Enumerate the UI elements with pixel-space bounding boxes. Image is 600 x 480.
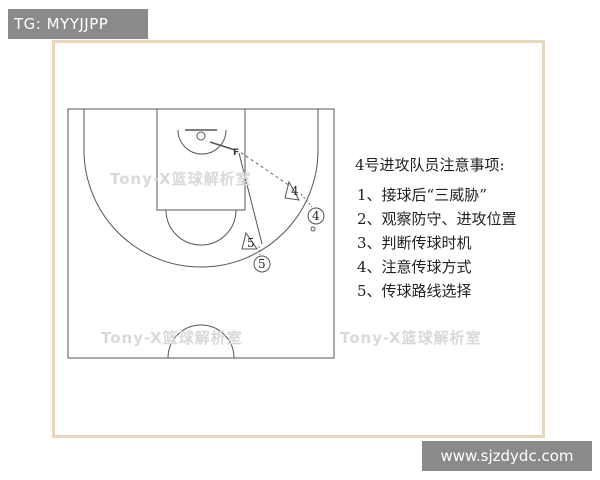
- defender-label-5: 5: [247, 236, 255, 250]
- offense-circle-5: [253, 255, 271, 273]
- marker-dot-4: [310, 226, 316, 232]
- defender-triangle-5: [241, 231, 258, 250]
- note-item: 3、判断传球时机: [357, 234, 472, 252]
- notes-panel: 4号进攻队员注意事项: 1、接球后“三威胁” 2、观察防守、进攻位置 3、判断传…: [355, 154, 545, 303]
- cut-line-5: [238, 152, 263, 245]
- free-throw-circle: [165, 209, 237, 246]
- offense-label-5: 5: [258, 257, 266, 271]
- ball-marker: F: [233, 148, 239, 158]
- offense-label-4: 4: [312, 209, 320, 223]
- watermark-bottom-left: Tony-X篮球解析室: [101, 329, 243, 347]
- rim: [196, 131, 206, 141]
- pass-line-4: [239, 151, 294, 189]
- note-item: 2、观察防守、进攻位置: [357, 210, 517, 228]
- paint-area: [156, 108, 246, 211]
- site-url-badge: www.sjzdydc.com: [422, 441, 592, 471]
- ball-path: [209, 141, 236, 151]
- offense-circle-4: [307, 207, 325, 225]
- diagram-frame: [52, 40, 545, 438]
- court-boundary: [67, 108, 335, 359]
- defender-label-4: 4: [291, 184, 299, 198]
- defender-triangle-4: [284, 180, 300, 201]
- watermark-bottom-right: Tony-X篮球解析室: [340, 329, 482, 347]
- notes-list: 1、接球后“三威胁” 2、观察防守、进攻位置 3、判断传球时机 4、注意传球方式…: [355, 183, 545, 303]
- restricted-arc: [177, 129, 227, 155]
- note-item: 5、传球路线选择: [357, 282, 472, 300]
- watermark-top: Tony-X篮球解析室: [110, 170, 252, 188]
- note-item: 4、注意传球方式: [357, 258, 472, 276]
- note-item: 1、接球后“三威胁”: [357, 186, 487, 204]
- notes-title: 4号进攻队员注意事项:: [355, 156, 505, 174]
- center-circle: [167, 324, 235, 359]
- three-point-line: [83, 109, 319, 268]
- tg-channel-badge: TG: MYYJJPP: [8, 9, 148, 39]
- pass-to-5: [258, 245, 261, 256]
- pass-to-4: [300, 193, 313, 208]
